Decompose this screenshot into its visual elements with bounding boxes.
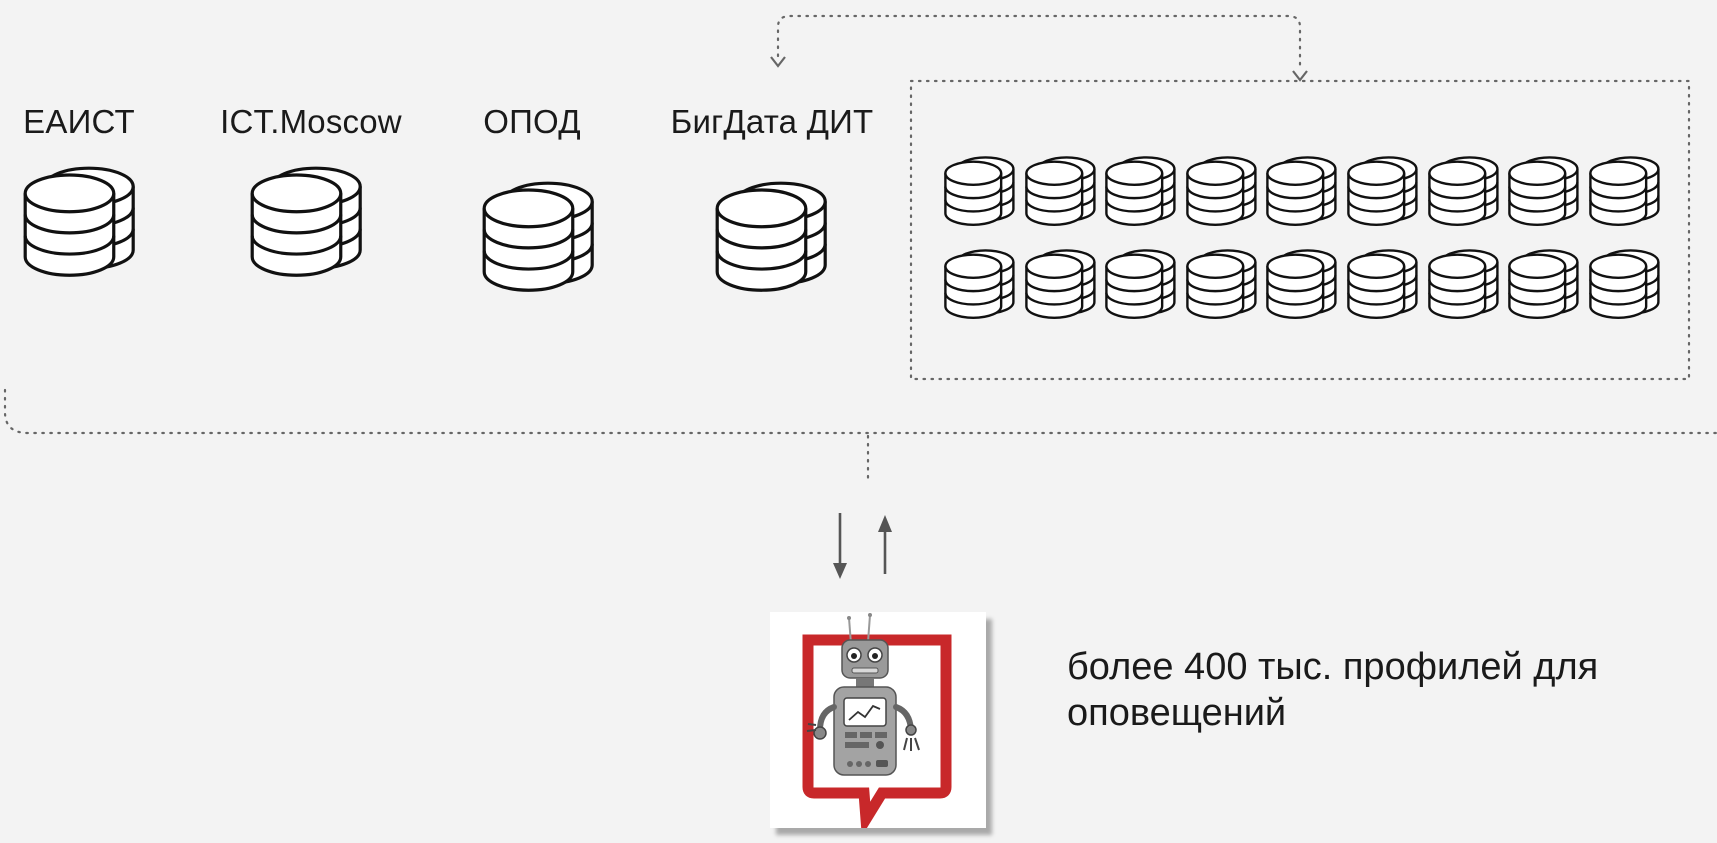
database-icon (481, 180, 595, 299)
database-icon-small (1346, 155, 1419, 233)
database-icon-small (1265, 248, 1338, 326)
bot-card (770, 612, 986, 837)
database-icon-small (1427, 155, 1500, 233)
database-icon-small (943, 155, 1016, 233)
arrowhead-left (770, 56, 786, 68)
up-arrow-head (878, 515, 892, 532)
database-icon-small (1024, 155, 1097, 233)
source-label-bigdata-dit: БигДата ДИТ (670, 103, 874, 140)
database-icon-small (1588, 248, 1661, 326)
database-icon-small (1427, 248, 1500, 326)
database-icon-small (1588, 155, 1661, 233)
database-icon-small (943, 248, 1016, 326)
bottom-bracket-line (3, 388, 1717, 435)
source-label-eaist: ЕАИСТ (23, 103, 135, 140)
database-icon-small (1104, 155, 1177, 233)
source-label-ict-moscow: ICT.Moscow (220, 103, 402, 140)
database-icon-small (1104, 248, 1177, 326)
profiles-count-text: более 400 тыс. профилей для оповещений (1067, 646, 1599, 734)
database-icon-small (1346, 248, 1419, 326)
robot-icon (802, 613, 952, 837)
down-arrow-head (833, 563, 847, 579)
database-icon (714, 180, 828, 299)
database-icon-small (1507, 248, 1580, 326)
database-icon-small (1185, 248, 1258, 326)
database-icon-small (1507, 155, 1580, 233)
database-icon-small (1024, 248, 1097, 326)
other-sources-box (909, 79, 1691, 381)
database-icon (22, 165, 136, 284)
database-icon-small (1265, 155, 1338, 233)
source-label-opod: ОПОД (483, 103, 581, 140)
top-bracket-line (776, 14, 1302, 72)
database-icon-small (1185, 155, 1258, 233)
database-icon (249, 165, 363, 284)
arrowhead-right (1292, 70, 1308, 82)
